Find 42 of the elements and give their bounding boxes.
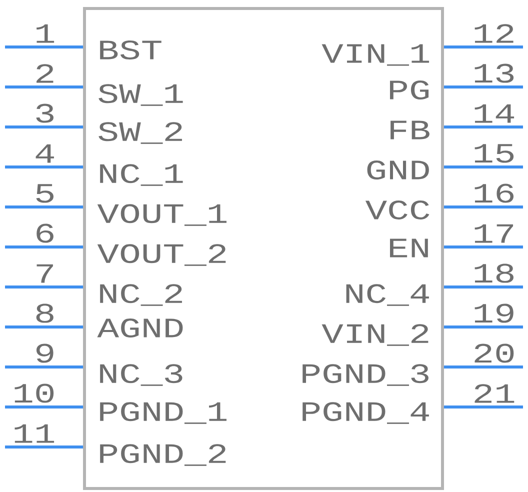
pin-number: 4 <box>36 144 54 163</box>
pin-number: 5 <box>36 184 54 203</box>
pin-name: VCC <box>365 200 430 220</box>
pin-number: 16 <box>474 184 514 203</box>
pin-name: SW_1 <box>98 84 183 106</box>
pin-number: 14 <box>474 104 514 123</box>
pin-name: AGND <box>97 318 183 338</box>
pin-name: PGND_1 <box>100 402 226 424</box>
pin-name: NC_2 <box>100 284 182 306</box>
pin-number: 11 <box>14 424 54 443</box>
pin-number: 18 <box>474 264 514 283</box>
pin-name: FB <box>390 120 430 140</box>
pin-number: 2 <box>36 64 54 83</box>
pin-number: 13 <box>474 64 514 83</box>
pin-number: 12 <box>474 24 514 43</box>
pin-number: 19 <box>474 304 514 323</box>
pin-name: SW_2 <box>98 122 182 144</box>
pin-name: PG <box>390 80 429 100</box>
pin-number: 7 <box>36 264 53 283</box>
pin-name: PGND_2 <box>100 444 226 466</box>
pin-number: 3 <box>36 104 54 123</box>
pin-name: PGND_3 <box>302 364 428 386</box>
pin-number: 6 <box>36 224 54 243</box>
pin-number: 9 <box>36 344 54 363</box>
pin-name: VIN_1 <box>322 44 430 66</box>
pin-name: BST <box>100 40 162 60</box>
pin-name: VOUT_2 <box>97 244 226 266</box>
pin-name: GND <box>367 160 429 180</box>
pin-name: VIN_2 <box>322 324 428 346</box>
pin-name: EN <box>390 238 428 258</box>
pin-number: 8 <box>36 304 54 323</box>
pin-number: 15 <box>474 144 514 163</box>
pin-number: 17 <box>474 224 514 243</box>
pin-number: 10 <box>14 384 54 403</box>
pin-name: PGND_4 <box>302 402 429 424</box>
pin-name: VOUT_1 <box>97 204 226 226</box>
pin-name: NC_4 <box>346 284 429 306</box>
pin-number: 1 <box>36 24 54 43</box>
pin-name: NC_3 <box>100 364 182 386</box>
pin-number: 20 <box>474 344 514 363</box>
pin-name: NC_1 <box>100 164 183 186</box>
pin-number: 21 <box>474 384 514 403</box>
